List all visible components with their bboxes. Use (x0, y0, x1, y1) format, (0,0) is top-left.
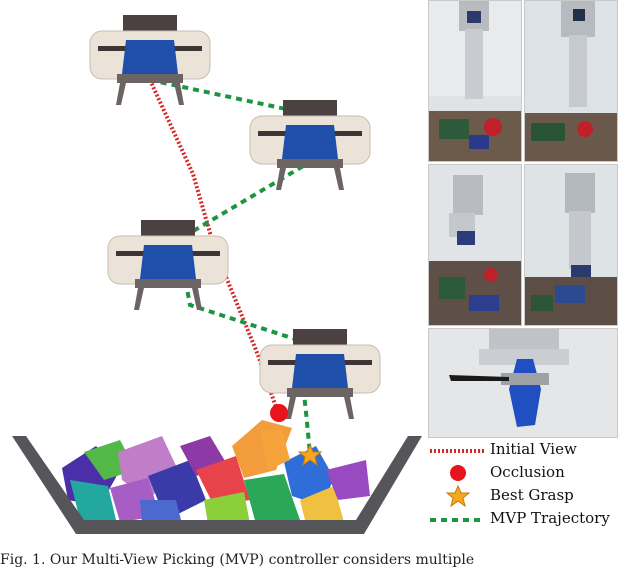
figure-caption: Fig. 1. Our Multi-View Picking (MVP) con… (0, 552, 475, 568)
photo-panel-2 (524, 0, 618, 162)
photo-panel-3 (428, 164, 522, 326)
photo-panel-4 (524, 164, 618, 326)
star-icon (297, 443, 323, 467)
gripper-icon (89, 14, 211, 106)
occlusion-dot-icon (270, 404, 288, 422)
photo-panel-5 (428, 328, 618, 438)
legend-occlusion-label: Occlusion (490, 463, 565, 481)
object-pile (62, 420, 370, 524)
legend-occlusion-icon (450, 465, 466, 481)
legend-best-grasp-label: Best Grasp (490, 486, 574, 504)
gripper-icon (249, 99, 371, 191)
legend-initial-view-label: Initial View (490, 440, 577, 458)
legend-mvp-trajectory-label: MVP Trajectory (490, 509, 610, 527)
legend-star-icon (445, 484, 471, 508)
photo-panel-1 (428, 0, 522, 162)
